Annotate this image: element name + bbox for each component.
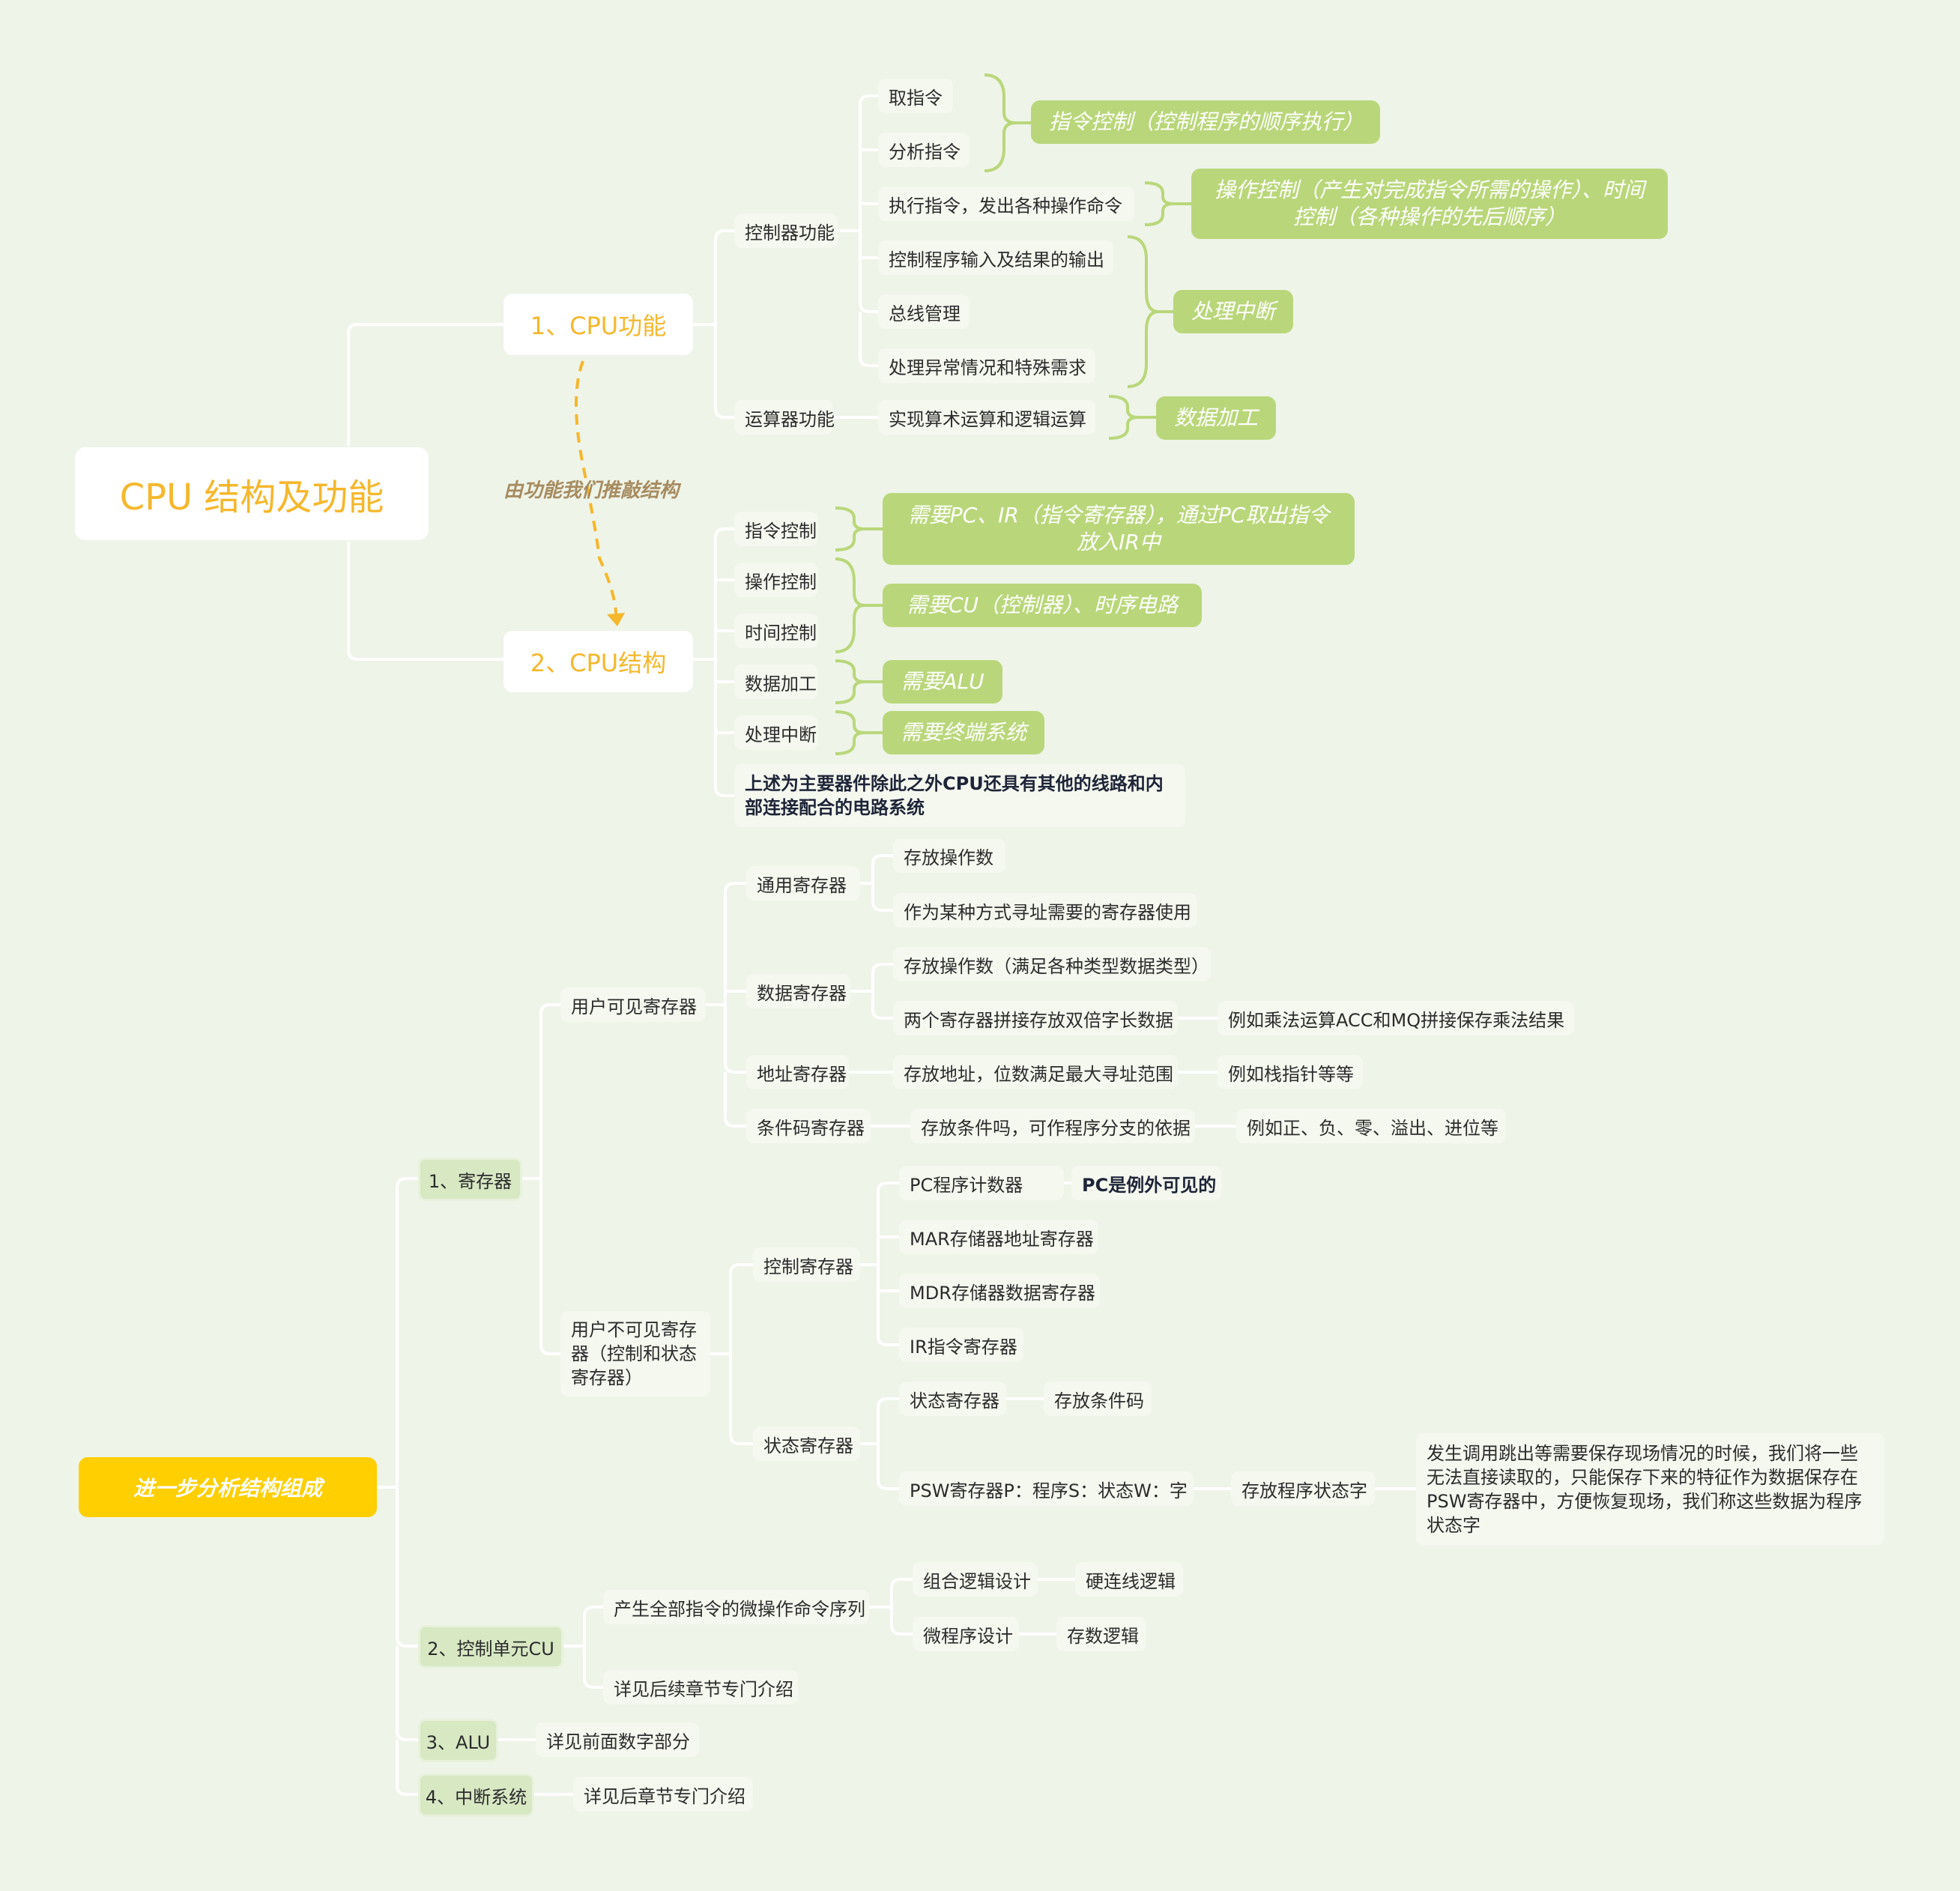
- address-example-stack-pointer[interactable]: 例如栈指针等等: [1218, 1055, 1363, 1089]
- item-analyze-instruction[interactable]: 分析指令: [878, 133, 970, 167]
- general-registers[interactable]: 通用寄存器: [746, 866, 860, 901]
- structure-summary[interactable]: 上述为主要器件除此之外CPU还具有其他的线路和内部连接配合的电路系统: [734, 764, 1185, 827]
- note-data-processing[interactable]: 数据加工: [1156, 396, 1276, 440]
- psw-register[interactable]: PSW寄存器P：程序S：状态W：字: [899, 1471, 1194, 1506]
- controller-function[interactable]: 控制器功能: [734, 214, 838, 248]
- item-arith-logic[interactable]: 实现算术运算和逻辑运算: [878, 400, 1095, 435]
- address-registers[interactable]: 地址寄存器: [746, 1055, 849, 1089]
- psw-note[interactable]: 发生调用跳出等需要保存现场情况的时候，我们将一些无法直接读取的，只能保存下来的特…: [1416, 1433, 1884, 1546]
- relation-label: 由功能我们推敲结构: [503, 479, 680, 502]
- user-visible-registers[interactable]: 用户可见寄存器: [560, 987, 706, 1022]
- alu-detail[interactable]: 详见前面数字部分: [536, 1722, 699, 1757]
- note-operation-timing-control[interactable]: 操作控制（产生对完成指令所需的操作）、时间控制（各种操作的先后顺序）: [1191, 169, 1668, 239]
- item-fetch-instruction[interactable]: 取指令: [878, 79, 953, 113]
- status-register[interactable]: 状态寄存器: [899, 1382, 1006, 1416]
- pc-visible-note[interactable]: PC是例外可见的: [1071, 1166, 1221, 1200]
- control-registers[interactable]: 控制寄存器: [753, 1247, 860, 1282]
- topic-alu[interactable]: 3、ALU: [418, 1719, 498, 1762]
- data-item-double-word[interactable]: 两个寄存器拼接存放双倍字长数据: [893, 1001, 1178, 1035]
- alu-function[interactable]: 运算器功能: [734, 400, 835, 435]
- storage-logic[interactable]: 存数逻辑: [1056, 1617, 1146, 1651]
- combinational-logic-design[interactable]: 组合逻辑设计: [913, 1562, 1038, 1597]
- cu-detail[interactable]: 详见后续章节专门介绍: [603, 1670, 798, 1704]
- struct-timing-control[interactable]: 时间控制: [734, 614, 818, 648]
- struct-operation-control[interactable]: 操作控制: [734, 563, 818, 597]
- note-interrupt-system[interactable]: 需要终端系统: [883, 711, 1044, 754]
- root-further-analysis[interactable]: 进一步分析结构组成: [79, 1457, 377, 1517]
- mdr-register[interactable]: MDR存储器数据寄存器: [899, 1274, 1100, 1308]
- topic-cpu-function[interactable]: 1、CPU功能: [503, 294, 693, 355]
- condition-example-flags[interactable]: 例如正、负、零、溢出、进位等: [1236, 1109, 1506, 1143]
- item-exception-handling[interactable]: 处理异常情况和特殊需求: [878, 348, 1095, 383]
- user-invisible-registers[interactable]: 用户不可见寄存器（控制和状态寄存器）: [560, 1311, 710, 1397]
- note-cu-timing[interactable]: 需要CU（控制器）、时序电路: [883, 584, 1202, 627]
- general-item-addressing[interactable]: 作为某种方式寻址需要的寄存器使用: [893, 893, 1197, 928]
- note-pc-ir[interactable]: 需要PC、IR（指令寄存器），通过PC取出指令放入IR中: [883, 493, 1355, 565]
- topic-cpu-structure[interactable]: 2、CPU结构: [503, 631, 693, 692]
- note-alu[interactable]: 需要ALU: [883, 660, 1002, 704]
- hardwired-logic[interactable]: 硬连线逻辑: [1075, 1562, 1183, 1597]
- interrupt-detail[interactable]: 详见后章节专门介绍: [573, 1777, 753, 1812]
- topic-interrupt-system[interactable]: 4、中断系统: [418, 1773, 534, 1817]
- address-item-range[interactable]: 存放地址，位数满足最大寻址范围: [893, 1055, 1178, 1089]
- status-item-condition-code[interactable]: 存放条件码: [1044, 1382, 1152, 1416]
- psw-item-status-word[interactable]: 存放程序状态字: [1231, 1471, 1375, 1506]
- root-cpu-structure-function[interactable]: CPU 结构及功能: [75, 447, 429, 540]
- pc-program-counter[interactable]: PC程序计数器: [899, 1166, 1064, 1200]
- data-registers[interactable]: 数据寄存器: [746, 974, 850, 1008]
- note-interrupt-handling[interactable]: 处理中断: [1173, 290, 1293, 333]
- condition-item-branch[interactable]: 存放条件吗，可作程序分支的依据: [910, 1109, 1195, 1143]
- general-item-operand[interactable]: 存放操作数: [893, 838, 1005, 873]
- condition-code-registers[interactable]: 条件码寄存器: [746, 1109, 871, 1143]
- item-io-control[interactable]: 控制程序输入及结果的输出: [878, 240, 1113, 275]
- struct-instruction-control[interactable]: 指令控制: [734, 512, 818, 546]
- status-registers-group[interactable]: 状态寄存器: [753, 1426, 860, 1461]
- mar-register[interactable]: MAR存储器地址寄存器: [899, 1220, 1098, 1254]
- ir-register[interactable]: IR指令寄存器: [899, 1328, 1023, 1362]
- data-example-acc-mq[interactable]: 例如乘法运算ACC和MQ拼接保存乘法结果: [1218, 1001, 1574, 1035]
- cu-micro-op-sequence[interactable]: 产生全部指令的微操作命令序列: [603, 1590, 869, 1624]
- item-bus-management[interactable]: 总线管理: [878, 294, 970, 329]
- struct-interrupt-handling[interactable]: 处理中断: [734, 715, 818, 750]
- topic-registers[interactable]: 1、寄存器: [418, 1158, 522, 1201]
- note-instruction-control[interactable]: 指令控制（控制程序的顺序执行）: [1031, 100, 1380, 144]
- item-execute-instruction[interactable]: 执行指令，发出各种操作命令: [878, 187, 1134, 221]
- struct-data-processing[interactable]: 数据加工: [734, 665, 818, 699]
- data-item-operand-types[interactable]: 存放操作数（满足各种类型数据类型）: [893, 947, 1211, 981]
- topic-control-unit[interactable]: 2、控制单元CU: [418, 1625, 563, 1668]
- microprogram-design[interactable]: 微程序设计: [913, 1617, 1019, 1651]
